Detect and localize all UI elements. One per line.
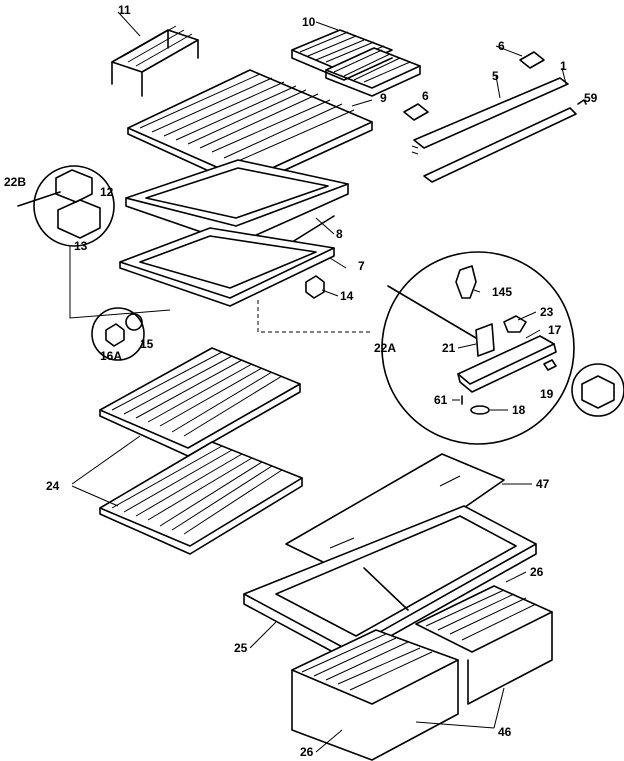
callout-26-top: 26 bbox=[530, 565, 544, 579]
callout-9: 9 bbox=[380, 91, 387, 105]
callout-12: 12 bbox=[100, 185, 114, 199]
callout-61: 61 bbox=[434, 393, 448, 407]
callout-24: 24 bbox=[46, 479, 60, 493]
callout-26-bottom: 26 bbox=[300, 745, 314, 759]
callout-23: 23 bbox=[540, 305, 554, 319]
glass-glint bbox=[329, 475, 461, 549]
callout-7: 7 bbox=[358, 259, 365, 273]
detail-circle-left bbox=[17, 165, 115, 247]
callout-17: 17 bbox=[548, 323, 562, 337]
callout-22b: 22B bbox=[4, 175, 26, 189]
callout-16a: 16A bbox=[100, 349, 122, 363]
callout-10: 10 bbox=[302, 15, 316, 29]
callout-labels: 11 10 6 5 1 59 6 9 22B 12 13 8 7 14 145 … bbox=[4, 3, 598, 759]
callout-13: 13 bbox=[74, 239, 88, 253]
detail-circle-bulb bbox=[91, 307, 145, 361]
callout-14: 14 bbox=[340, 289, 354, 303]
callout-22a: 22A bbox=[374, 341, 396, 355]
leader-line bbox=[69, 246, 171, 319]
callout-46: 46 bbox=[498, 725, 512, 739]
part-light-socket bbox=[305, 275, 325, 299]
callout-8: 8 bbox=[336, 227, 343, 241]
callout-145: 145 bbox=[492, 285, 512, 299]
detail-circle-control bbox=[381, 251, 575, 445]
callout-leaders bbox=[117, 11, 567, 753]
callout-25: 25 bbox=[234, 641, 248, 655]
callout-5: 5 bbox=[492, 69, 499, 83]
part-brackets bbox=[403, 51, 545, 121]
callout-18: 18 bbox=[512, 403, 526, 417]
callout-47: 47 bbox=[536, 477, 550, 491]
callout-1: 1 bbox=[560, 59, 567, 73]
callout-21: 21 bbox=[442, 341, 456, 355]
callout-6-mid: 6 bbox=[422, 89, 429, 103]
part-lower-frame bbox=[119, 227, 335, 307]
detail-circle-switch bbox=[571, 363, 624, 417]
callout-11: 11 bbox=[118, 3, 131, 17]
dashed-connector bbox=[257, 300, 372, 333]
part-crisper-drawers bbox=[291, 585, 553, 761]
callout-59: 59 bbox=[584, 91, 598, 105]
callout-6-top: 6 bbox=[498, 39, 505, 53]
part-rails bbox=[411, 77, 577, 183]
part-screw bbox=[577, 99, 587, 105]
part-crisper-frame bbox=[243, 505, 537, 661]
part-rack bbox=[111, 25, 199, 97]
part-ice-trays bbox=[291, 29, 421, 97]
callout-19: 19 bbox=[540, 387, 554, 401]
part-wire-shelves bbox=[71, 347, 303, 555]
callout-15: 15 bbox=[140, 337, 154, 351]
